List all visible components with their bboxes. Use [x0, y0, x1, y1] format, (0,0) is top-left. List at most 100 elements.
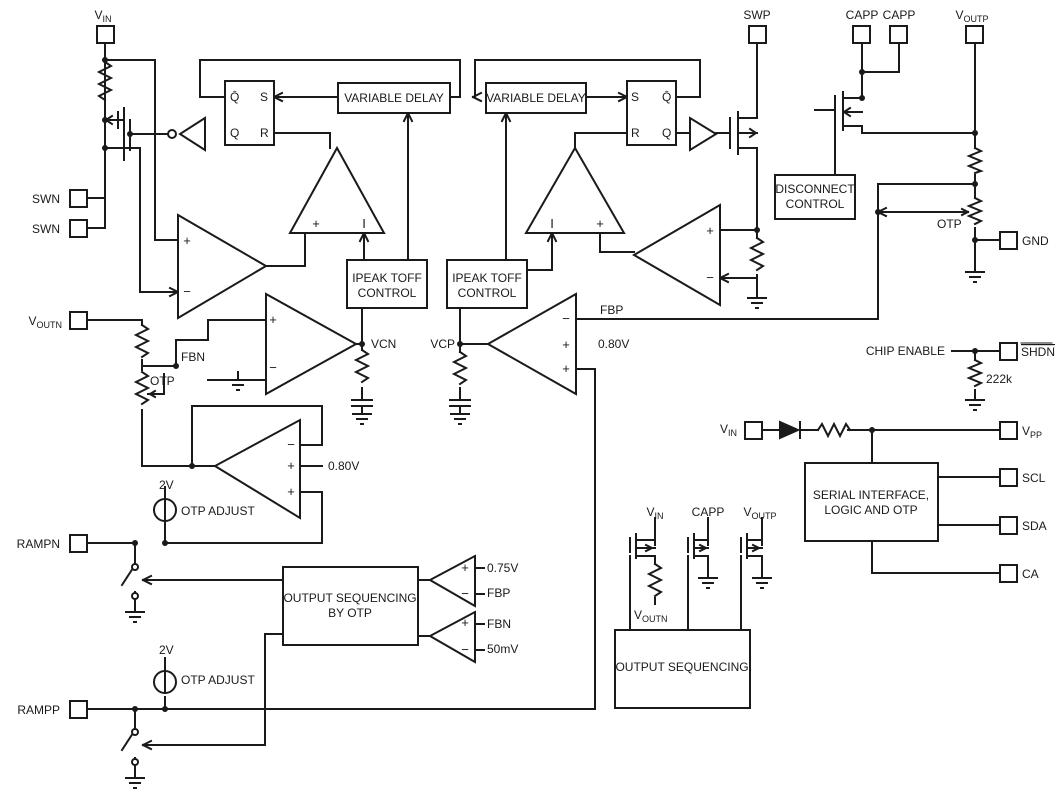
label-ref-080-voutn: 0.80V: [328, 459, 359, 473]
ground-seq-capp: [698, 577, 718, 589]
pin-vpp: [999, 421, 1018, 440]
ground-rampn: [125, 611, 145, 623]
amplifiers: + − + I I + + − + − − + + − + + + − + −: [177, 116, 721, 664]
label-seq-voutp: VOUTP: [743, 505, 776, 521]
pin-sda: [999, 516, 1018, 535]
label-capp-2: CAPP: [883, 8, 916, 22]
label-scl: SCL: [1022, 471, 1046, 485]
svg-text:+: +: [287, 458, 295, 473]
label-capp-1: CAPP: [846, 8, 879, 22]
pins: VIN SWP CAPP CAPP VOUTP SWN SWN VOUTN GN…: [17, 8, 1055, 719]
label-otp-right: OTP: [937, 217, 962, 231]
resistor-seq: [646, 562, 664, 598]
serial-interface-label: SERIAL INTERFACE,: [813, 488, 929, 502]
current-sources: [153, 486, 177, 694]
svg-text:+: +: [562, 337, 570, 352]
resistor-voutp-bottom: [966, 196, 984, 226]
ipeak-right-control: CONTROL: [458, 286, 517, 300]
variable-delay-right-block: [485, 82, 587, 114]
label-rampp: RAMPP: [17, 703, 60, 717]
resistor-voutn-pot: [133, 370, 151, 406]
labels: VCN VCP FBN FBP OTP OTP 0.80V 0.80V 0.75…: [150, 217, 1013, 687]
pin-voutp-top: [965, 25, 984, 44]
resistor-vcp: [451, 350, 469, 386]
label-swn-1: SWN: [32, 192, 60, 206]
ff-left-qbar: Q̄: [230, 90, 239, 104]
label-2v-top: 2V: [159, 478, 174, 492]
svg-text:−: −: [287, 437, 295, 452]
ff-left-r: R: [260, 126, 269, 140]
diode: [779, 420, 801, 440]
ff-right-qbar: Q̄: [662, 90, 671, 104]
pin-vin-right: [744, 421, 763, 440]
ipeak-left-label: IPEAK TOFF: [352, 271, 422, 285]
label-vpp: VPP: [1022, 424, 1042, 440]
blocks: Q̄ S Q R S Q̄ R Q VARIABLE DELAY VARIABL…: [224, 80, 939, 709]
cap-vcp: [449, 399, 471, 425]
label-fbp-small: FBP: [487, 586, 510, 600]
label-seq-vin: VIN: [646, 505, 663, 521]
label-swp: SWP: [743, 8, 770, 22]
pin-shdn: [999, 342, 1018, 361]
label-fbn-small: FBN: [487, 617, 511, 631]
nmos-swp: [729, 109, 758, 159]
label-otp-left: OTP: [150, 374, 175, 388]
serial-logic-label: LOGIC AND OTP: [824, 503, 917, 517]
pin-voutn: [69, 311, 88, 330]
label-vcn: VCN: [371, 337, 396, 351]
ff-right-s: S: [631, 90, 639, 104]
label-voutp-top: VOUTP: [955, 8, 988, 24]
comparator-seq-fbn: [427, 610, 476, 664]
pin-swp: [748, 25, 767, 44]
svg-text:+: +: [183, 233, 191, 248]
variable-delay-left: VARIABLE DELAY: [344, 91, 444, 105]
svg-text:+: +: [269, 312, 277, 327]
flipflop-right: [626, 80, 677, 146]
pin-capp-1: [852, 25, 871, 44]
ff-left-q: Q: [230, 126, 239, 140]
pmos-seq-vin: [629, 533, 656, 559]
error-amp-vcp: [485, 292, 577, 396]
label-otp-adjust-bottom: OTP ADJUST: [181, 673, 255, 687]
ipeak-right-label: IPEAK TOFF: [452, 271, 522, 285]
pmos-seq-voutp: [740, 533, 763, 559]
comparator-left-peak: [288, 145, 386, 234]
resistor-voutn-top: [133, 323, 151, 359]
svg-text:−: −: [706, 270, 714, 285]
svg-text:+: +: [461, 560, 469, 575]
output-sequencing-block: [614, 629, 751, 709]
serial-interface-block: [804, 462, 939, 542]
variable-delay-right: VARIABLE DELAY: [486, 91, 586, 105]
cap-vcn: [351, 399, 373, 425]
flipflop-left: [224, 80, 275, 146]
ipeak-left-block: [346, 259, 428, 309]
svg-text:+: +: [287, 484, 295, 499]
output-seq-otp-label-2: BY OTP: [328, 606, 372, 620]
svg-text:I: I: [550, 216, 554, 231]
label-sda: SDA: [1022, 519, 1047, 533]
label-ca: CA: [1022, 567, 1039, 581]
label-vin-top: VIN: [94, 8, 111, 24]
label-seq-capp: CAPP: [692, 505, 725, 519]
junctions: [102, 57, 978, 712]
variable-delay-left-block: [337, 82, 451, 114]
disconnect-label: DISCONNECT: [775, 182, 855, 196]
svg-text:+: +: [706, 223, 714, 238]
pin-scl: [999, 468, 1018, 487]
svg-text:+: +: [312, 216, 320, 231]
label-50mv: 50mV: [487, 642, 518, 656]
comparator-right-peak: [524, 145, 626, 234]
transistors: [104, 91, 863, 559]
svg-text:−: −: [461, 586, 469, 601]
ground-swp: [747, 297, 767, 309]
label-seq-voutn: VOUTN: [634, 608, 668, 624]
label-2v-bottom: 2V: [159, 643, 174, 657]
ground-222k: [965, 399, 985, 411]
svg-text:+: +: [461, 615, 469, 630]
pin-capp-2: [889, 25, 908, 44]
disconnect-control-block: [774, 174, 856, 220]
svg-text:−: −: [269, 360, 277, 375]
label-222k: 222k: [986, 372, 1013, 386]
pmos-disconnect: [834, 91, 863, 131]
